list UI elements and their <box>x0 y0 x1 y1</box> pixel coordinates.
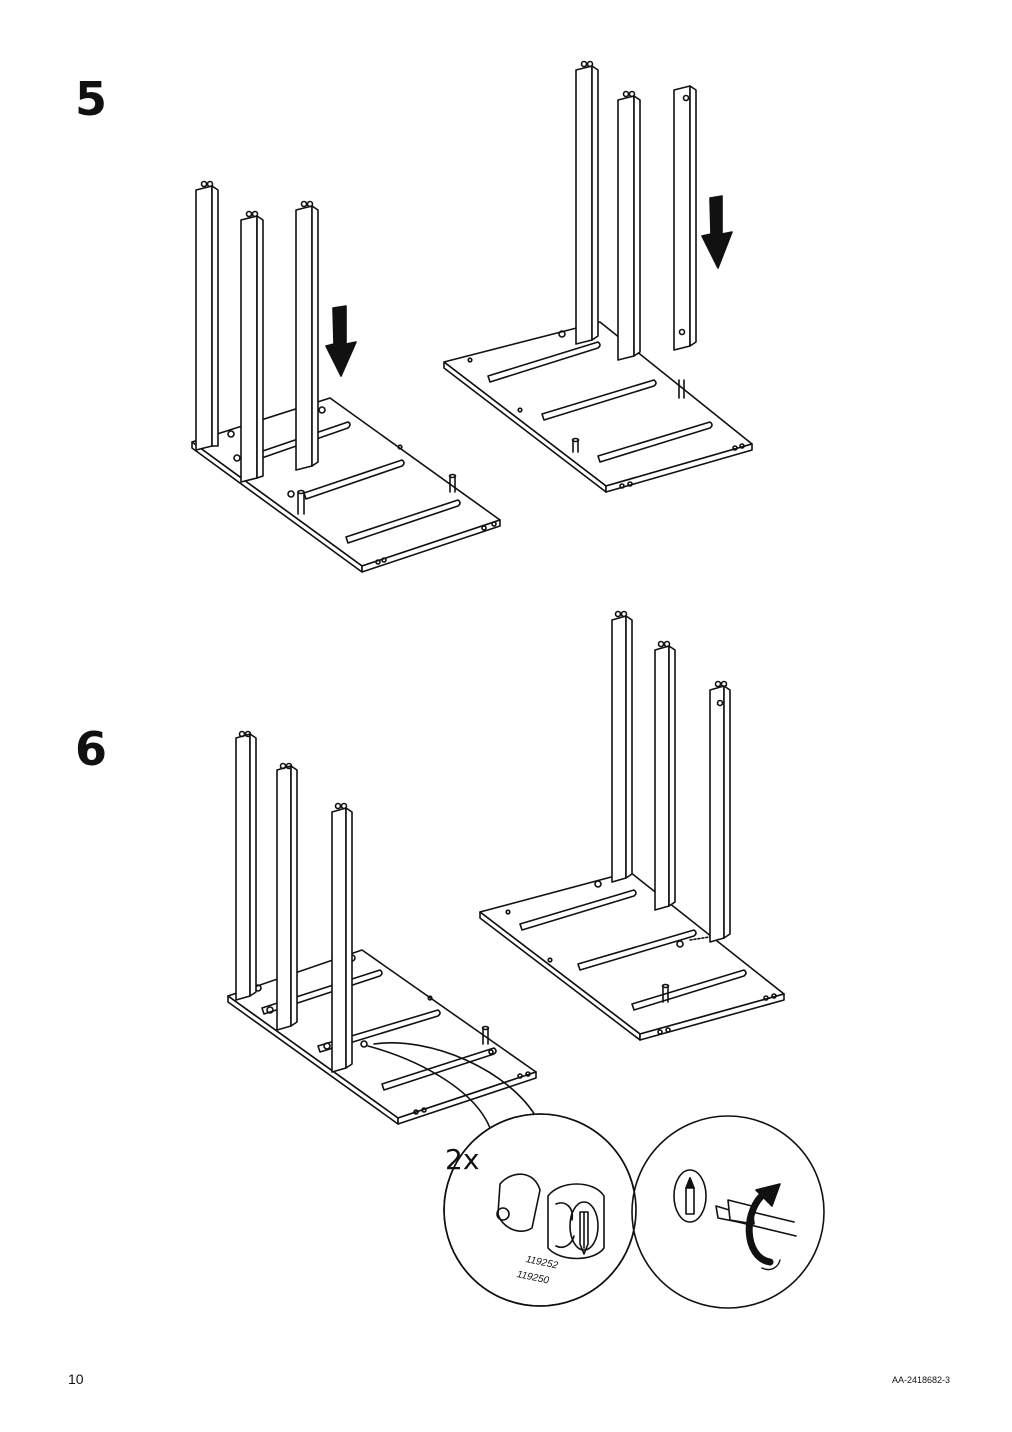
step-5-number: 5 <box>75 72 108 126</box>
step5-left-panel-assembly <box>192 182 500 573</box>
cam-lock-detail-callout <box>368 1043 824 1308</box>
document-id: AA-2418682-3 <box>891 1375 950 1385</box>
screwdriver-icon <box>674 1170 796 1236</box>
cam-lock-icon <box>497 1174 604 1258</box>
step5-right-panel-assembly <box>444 62 752 493</box>
rotate-clockwise-icon <box>749 1184 780 1270</box>
step6-left-panel-assembly <box>228 732 536 1125</box>
quantity-label: 2x <box>445 1143 480 1176</box>
page-number: 10 <box>68 1371 84 1387</box>
step6-right-panel-assembly <box>480 612 784 1041</box>
step-6-number: 6 <box>75 722 108 776</box>
